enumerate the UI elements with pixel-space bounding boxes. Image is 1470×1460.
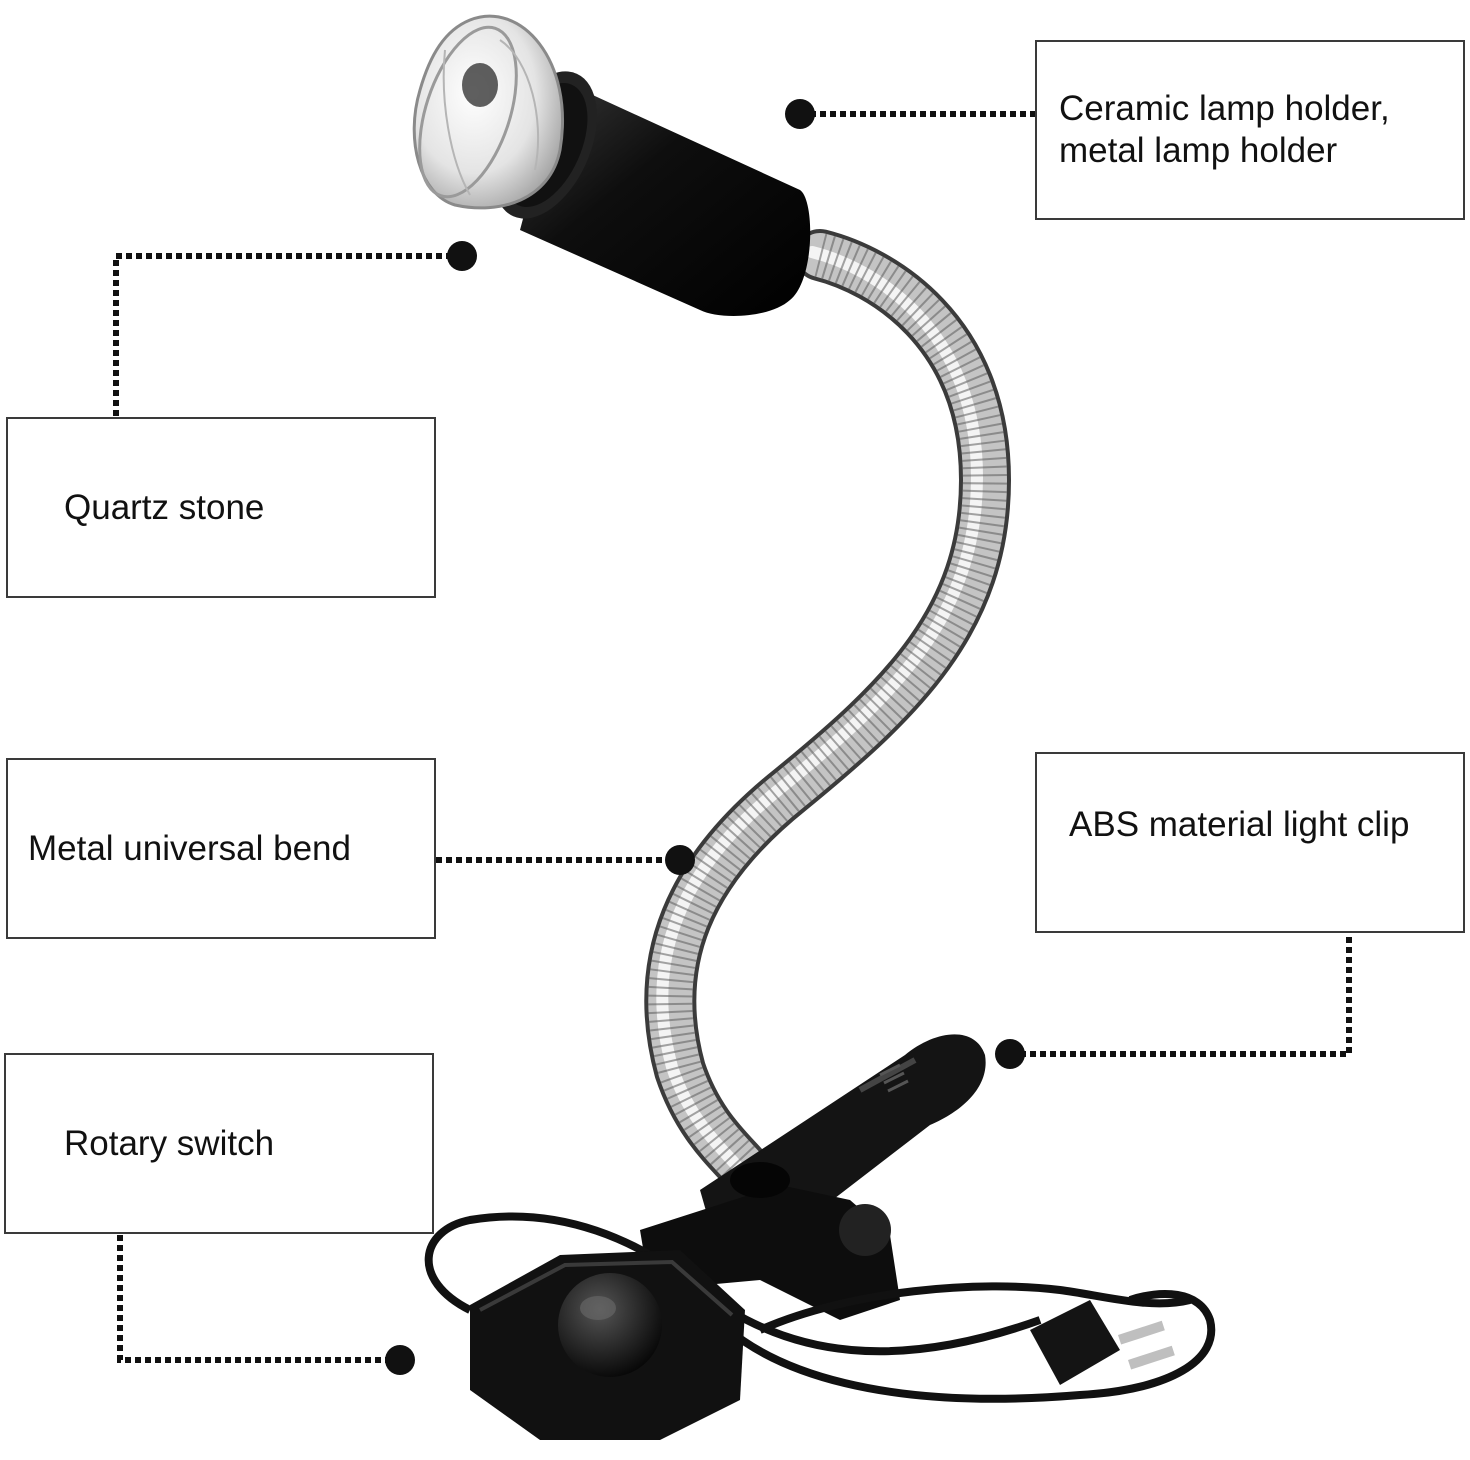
leader-quartz: [113, 253, 462, 417]
label-quartz-stone-text: Quartz stone: [64, 487, 265, 527]
leader-lines: [113, 111, 1352, 1363]
leader-clip: [1010, 933, 1352, 1057]
label-metal-bend-text: Metal universal bend: [28, 828, 351, 868]
dot-ceramic: [785, 99, 815, 129]
dot-clip: [995, 1039, 1025, 1069]
dot-switch: [385, 1345, 415, 1375]
leader-dots: [385, 99, 1025, 1375]
lamp-bulb: [412, 14, 564, 210]
power-cord: [424, 1212, 1216, 1403]
label-quartz-stone: Quartz stone: [6, 417, 436, 598]
label-metal-bend: Metal universal bend: [6, 758, 436, 939]
label-rotary-switch-text: Rotary switch: [64, 1123, 275, 1163]
label-ceramic-holder-text: Ceramic lamp holder, metal lamp holder: [1059, 89, 1390, 170]
dot-bend: [665, 845, 695, 875]
leader-switch: [117, 1235, 400, 1363]
power-plug: [1030, 1300, 1175, 1385]
label-abs-clip-text: ABS material light clip: [1069, 805, 1410, 844]
label-rotary-switch: Rotary switch: [4, 1053, 434, 1234]
rotary-switch: [470, 1250, 745, 1440]
label-abs-clip: ABS material light clip: [1035, 752, 1465, 933]
dot-quartz: [447, 241, 477, 271]
gooseneck: [644, 229, 1012, 1201]
label-ceramic-holder: Ceramic lamp holder, metal lamp holder: [1035, 40, 1465, 220]
clip: [640, 1034, 986, 1320]
